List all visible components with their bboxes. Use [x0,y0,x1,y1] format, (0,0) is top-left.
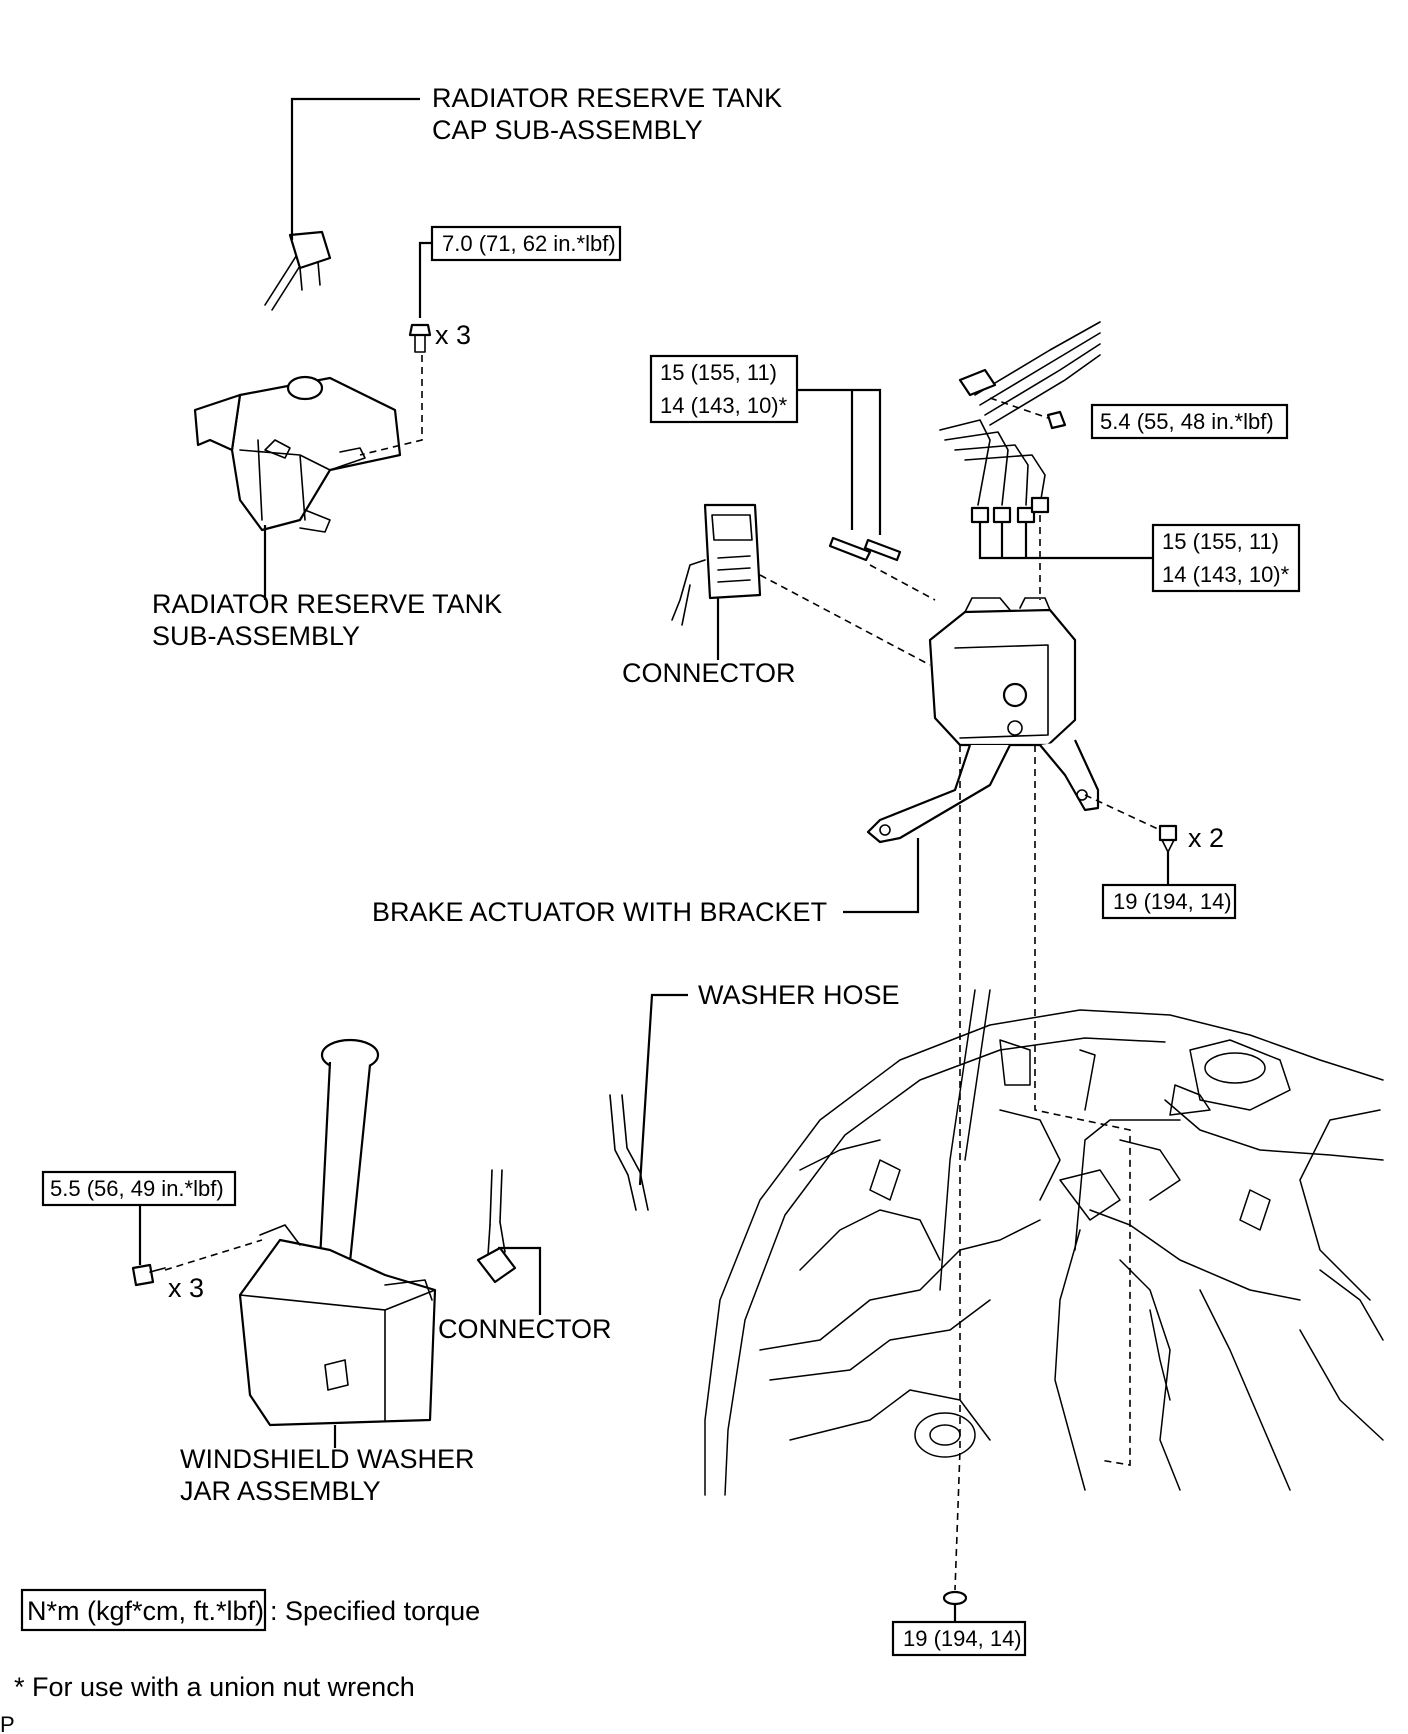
torque-box-actuator-nut-bottom [891,1620,1027,1657]
torque-box-brake-line-left [649,354,799,424]
brake-lines-illustration [939,321,1101,524]
reserve-tank-label-line2: SUB-ASSEMBLY [152,621,360,651]
bolt-icon [1158,824,1178,853]
torque-reserve-tank-bolt: 7.0 (71, 62 in.*lbf) [442,231,616,256]
washer-hose-label: WASHER HOSE [698,980,900,1010]
torque-actuator-bolt: 19 (194, 14) [1113,889,1232,914]
legend-torque-text: : Specified torque [270,1596,480,1626]
reserve-tank-label-line1: RADIATOR RESERVE TANK [152,589,502,619]
washer-jar-label-line2: JAR ASSEMBLY [180,1476,381,1506]
torque-brake-line-right-2: 14 (143, 10)* [1162,562,1290,587]
torque-brake-line-right-1: 15 (155, 11) [1162,529,1279,554]
brake-line-fittings [828,536,902,562]
torque-washer-jar-bolt: 5.5 (56, 49 in.*lbf) [50,1176,224,1201]
reserve-tank-cap-illustration [264,230,332,311]
torque-box-washer-jar-bolt [41,1170,237,1207]
connector-lower-label: CONNECTOR [438,1314,612,1344]
reserve-tank-cap-label-line1: RADIATOR RESERVE TANK [432,83,782,113]
washer-jar-bolt-qty: x 3 [168,1273,204,1303]
actuator-bolt-qty: x 2 [1188,823,1224,853]
bolt-icon [408,323,432,353]
washer-hose-illustration [609,1094,637,1211]
torque-brake-line-left-1: 15 (155, 11) [660,360,777,385]
bolt-icon [1046,410,1067,430]
legend-torque-box [20,1588,267,1632]
connector-upper-illustration [671,503,762,626]
torque-box-actuator-bolt [1101,883,1237,920]
torque-brake-line-left-2: 14 (143, 10)* [660,393,788,418]
brake-actuator-label: BRAKE ACTUATOR WITH BRACKET [372,897,827,927]
torque-actuator-nut-bottom: 19 (194, 14) [903,1626,1022,1651]
reserve-tank-bolt-qty: x 3 [435,320,471,350]
torque-bracket-bolt-top: 5.4 (55, 48 in.*lbf) [1100,409,1274,434]
engine-compartment-illustration [704,989,1384,1496]
legend-torque-units: N*m (kgf*cm, ft.*lbf) [27,1596,264,1626]
washer-jar-label-line1: WINDSHIELD WASHER [180,1444,475,1474]
brake-actuator-illustration [866,597,1100,844]
connector-lower-illustration [476,1169,517,1284]
torque-box-bracket-bolt-top [1090,403,1289,440]
reserve-tank-cap-label-line2: CAP SUB-ASSEMBLY [432,115,703,145]
reserve-tank-illustration [193,375,402,533]
bolt-icon [131,1263,166,1287]
connector-upper-label: CONNECTOR [622,658,796,688]
corner-mark: P [0,1712,15,1734]
washer-jar-illustration [238,1038,437,1427]
nut-icon [942,1590,968,1606]
legend-footnote: * For use with a union nut wrench [14,1672,415,1702]
